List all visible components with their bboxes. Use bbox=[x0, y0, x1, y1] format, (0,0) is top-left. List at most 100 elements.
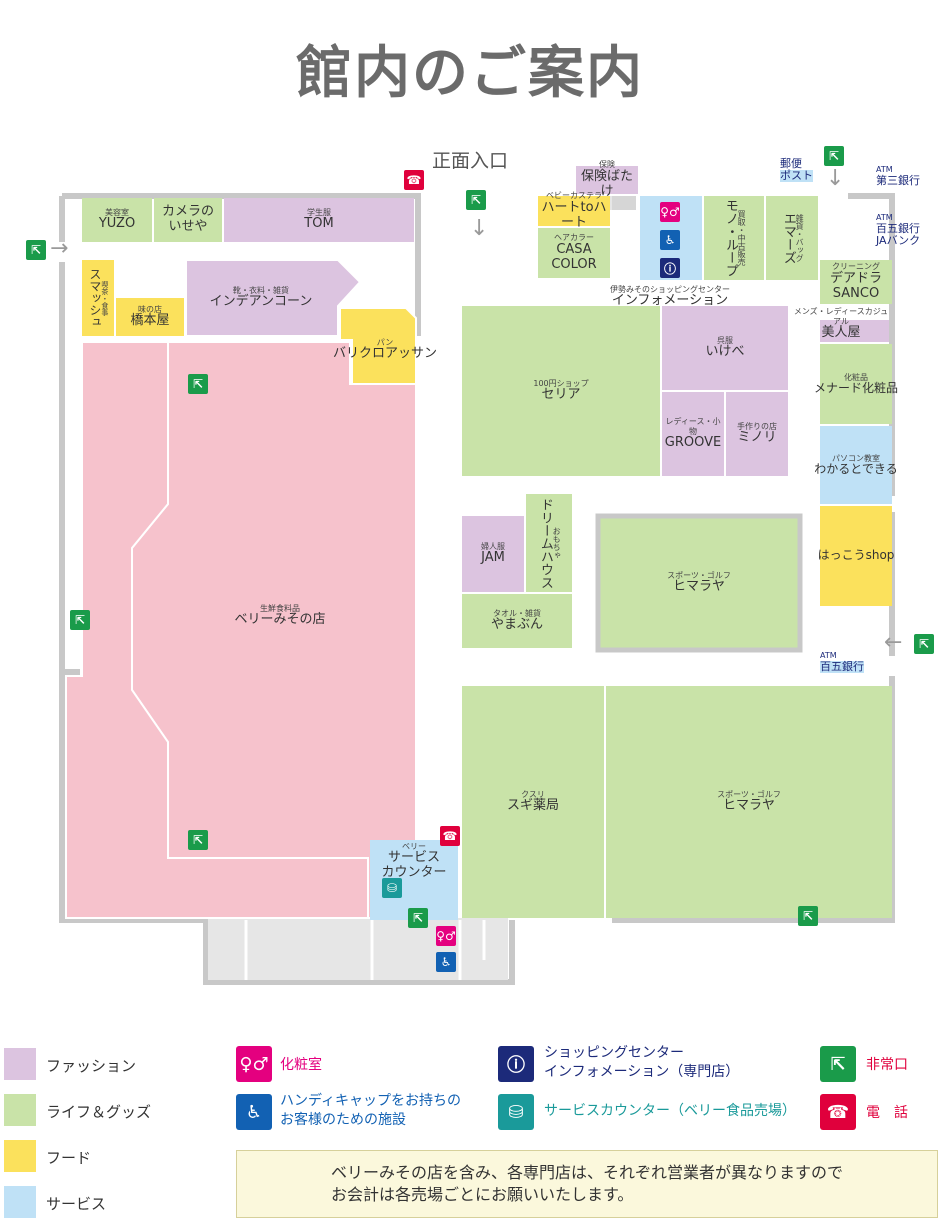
store-menard-category: 化粧品 bbox=[844, 372, 868, 382]
store-tom-name: TOM bbox=[304, 216, 334, 232]
arrow-down-icon: ↓ bbox=[470, 216, 489, 241]
store-groove-category: レディース・小物 bbox=[665, 417, 721, 436]
atm-h-l1: ATM bbox=[820, 651, 837, 660]
restroom-icon: ♀♂ bbox=[236, 1046, 272, 1082]
store-dream-house[interactable]: ドリームハウス おもちゃ bbox=[526, 494, 572, 592]
store-himaraya1-name: ヒマラヤ bbox=[672, 579, 725, 595]
store-heart[interactable]: ベビーカステラ ハートtoハート bbox=[538, 191, 610, 230]
notice-box: ベリーみその店を含み、各専門店は、それぞれ営業者が異なりますので お会計は各売場… bbox=[236, 1150, 938, 1218]
store-indian-corn[interactable]: 靴・衣料・雑貨 インデアンコーン bbox=[186, 262, 336, 334]
store-yuzo-name: YUZO bbox=[98, 216, 136, 232]
store-shape-barikuro bbox=[339, 307, 417, 385]
store-yuzo[interactable]: 美容室 YUZO bbox=[82, 198, 152, 242]
atm-hj-l1: ATM bbox=[876, 213, 893, 222]
store-deadra-name: デアドラ SANCO bbox=[829, 270, 882, 301]
store-minori[interactable]: 手作りの店 ミノリ bbox=[726, 392, 788, 476]
post-label-2: ポスト bbox=[780, 169, 813, 183]
legend-swatch-life bbox=[4, 1094, 36, 1126]
exit-icon: ⇱ bbox=[466, 190, 486, 210]
legend-restroom: 化粧室 bbox=[280, 1057, 322, 1073]
store-emaz[interactable]: エマーズ 雑貨・バッグ bbox=[766, 196, 818, 280]
exit-icon: ⇱ bbox=[188, 374, 208, 394]
store-himaraya2-category: スポーツ・ゴルフ bbox=[717, 789, 781, 799]
store-seria-name: セリア bbox=[541, 387, 581, 403]
store-jam-category: 婦人服 bbox=[481, 541, 505, 551]
store-barikuro-name: バリクロアッサン bbox=[332, 346, 437, 362]
store-mono-name: モノ・ループ bbox=[722, 199, 738, 277]
wheelchair-icon: ♿ bbox=[236, 1094, 272, 1130]
store-bijin-name: 美人屋 bbox=[821, 324, 861, 340]
store-mono-category: 買取・中古販売 bbox=[737, 210, 747, 266]
store-hoken-category: 保険 bbox=[599, 160, 615, 170]
arrow-left-icon: ← bbox=[884, 630, 903, 655]
atm-h-l2: 百五銀行 bbox=[820, 659, 864, 673]
legend-handicap: ハンディキャップをお持ちの お客様のための施設 bbox=[280, 1093, 462, 1128]
service-counter-name: サービス カウンター bbox=[381, 850, 447, 881]
store-barikuro[interactable]: パン バリクロアッサン bbox=[330, 330, 440, 370]
store-deadra-category: クリーニング bbox=[832, 262, 880, 272]
atm-hj-l2: 百五銀行 bbox=[876, 221, 920, 235]
atm-daisan: ATM 第三銀行 bbox=[876, 165, 920, 187]
atm-daisan-l1: ATM bbox=[876, 165, 893, 174]
exit-icon: ⇱ bbox=[70, 610, 90, 630]
phone-icon: ☎ bbox=[440, 826, 460, 846]
store-camera-iseya[interactable]: カメラの いせや bbox=[154, 198, 222, 242]
store-camera-name: カメラの いせや bbox=[161, 204, 214, 234]
store-groove[interactable]: レディース・小物 GROOVE bbox=[662, 392, 724, 476]
atm-hyakugo: ATM 百五銀行 bbox=[820, 651, 864, 673]
store-menard[interactable]: 化粧品 メナード化粧品 bbox=[814, 344, 898, 424]
store-dream-name: ドリームハウス bbox=[537, 497, 553, 589]
restroom-icon: ♀♂ bbox=[436, 926, 456, 946]
store-sugi-name: スギ薬局 bbox=[506, 798, 559, 814]
store-berry-category: 生鮮食料品 bbox=[260, 603, 300, 613]
store-hakko[interactable]: はっこうshop bbox=[818, 506, 894, 606]
exit-icon: ⇱ bbox=[798, 906, 818, 926]
legend-service-counter: サービスカウンター（ベリー食品売場） bbox=[544, 1103, 796, 1119]
store-dream-category: おもちゃ bbox=[552, 527, 562, 559]
wheelchair-icon: ♿ bbox=[436, 952, 456, 972]
exit-icon: ⇱ bbox=[914, 634, 934, 654]
store-hoken-name: 保険ばたけ bbox=[580, 168, 633, 199]
store-seria[interactable]: 100円ショップ セリア bbox=[462, 306, 660, 476]
store-casa-name: CASA COLOR bbox=[551, 241, 597, 272]
store-himaraya-1[interactable]: スポーツ・ゴルフ ヒマラヤ bbox=[600, 518, 798, 648]
store-mono-loop[interactable]: モノ・ループ 買取・中古販売 bbox=[704, 196, 764, 280]
store-berry[interactable]: 生鮮食料品 ベリーみその店 bbox=[200, 596, 360, 636]
store-shape-himaraya1 bbox=[595, 513, 803, 653]
store-wakaru[interactable]: パソコン教室 わかるとできる bbox=[814, 426, 898, 504]
exit-icon: ⇱ bbox=[26, 240, 46, 260]
store-bijinya[interactable]: メンズ・レディースカジュアル 美人屋 bbox=[790, 306, 892, 342]
main-entrance-label: 正面入口 bbox=[432, 150, 509, 172]
store-jam[interactable]: 婦人服 JAM bbox=[462, 516, 524, 592]
legend-info: ショッピングセンター インフォメーション（専門店） bbox=[544, 1045, 740, 1080]
store-wakaru-category: パソコン教室 bbox=[832, 453, 880, 463]
information-icon: ⓘ bbox=[660, 258, 680, 278]
store-hashimoto[interactable]: 味の店 橋本屋 bbox=[116, 298, 184, 336]
legend-swatch-fashion bbox=[4, 1048, 36, 1080]
store-yamabun[interactable]: タオル・雑貨 やまぶん bbox=[462, 594, 572, 648]
store-emaz-category: 雑貨・バッグ bbox=[795, 214, 805, 262]
store-himaraya-2[interactable]: スポーツ・ゴルフ ヒマラヤ bbox=[606, 686, 892, 918]
store-smash[interactable]: スマッシュ 喫茶・食事 bbox=[82, 260, 114, 336]
store-ikebe[interactable]: 呉服 いけべ bbox=[662, 306, 788, 390]
store-jam-name: JAM bbox=[481, 550, 505, 566]
store-smash-name: スマッシュ bbox=[87, 268, 102, 328]
arrow-right-icon: → bbox=[50, 236, 69, 261]
store-sugi[interactable]: クスリ スギ薬局 bbox=[462, 686, 604, 918]
store-minori-category: 手作りの店 bbox=[737, 421, 777, 431]
store-yamabun-name: やまぶん bbox=[490, 617, 543, 633]
store-hoken[interactable]: 保険 保険ばたけ bbox=[576, 160, 638, 199]
store-deadra[interactable]: クリーニング デアドラ SANCO bbox=[820, 260, 892, 304]
store-indian-name: インデアンコーン bbox=[209, 294, 313, 310]
shopping-center-information[interactable]: 伊勢みそのショッピングセンター インフォメーション bbox=[560, 284, 780, 310]
store-tom[interactable]: 学生服 TOM bbox=[224, 198, 414, 242]
building-wall bbox=[59, 193, 895, 985]
store-minori-name: ミノリ bbox=[737, 430, 777, 446]
store-casa[interactable]: ヘアカラー CASA COLOR bbox=[538, 228, 610, 278]
service-counter-icon: ⛁ bbox=[498, 1094, 534, 1130]
exit-icon: ⇱ bbox=[408, 908, 428, 928]
exit-icon: ⇱ bbox=[188, 830, 208, 850]
legend-label-service: サービス bbox=[46, 1195, 107, 1213]
store-yamabun-category: タオル・雑貨 bbox=[493, 608, 541, 618]
store-emaz-name: エマーズ bbox=[780, 212, 796, 264]
